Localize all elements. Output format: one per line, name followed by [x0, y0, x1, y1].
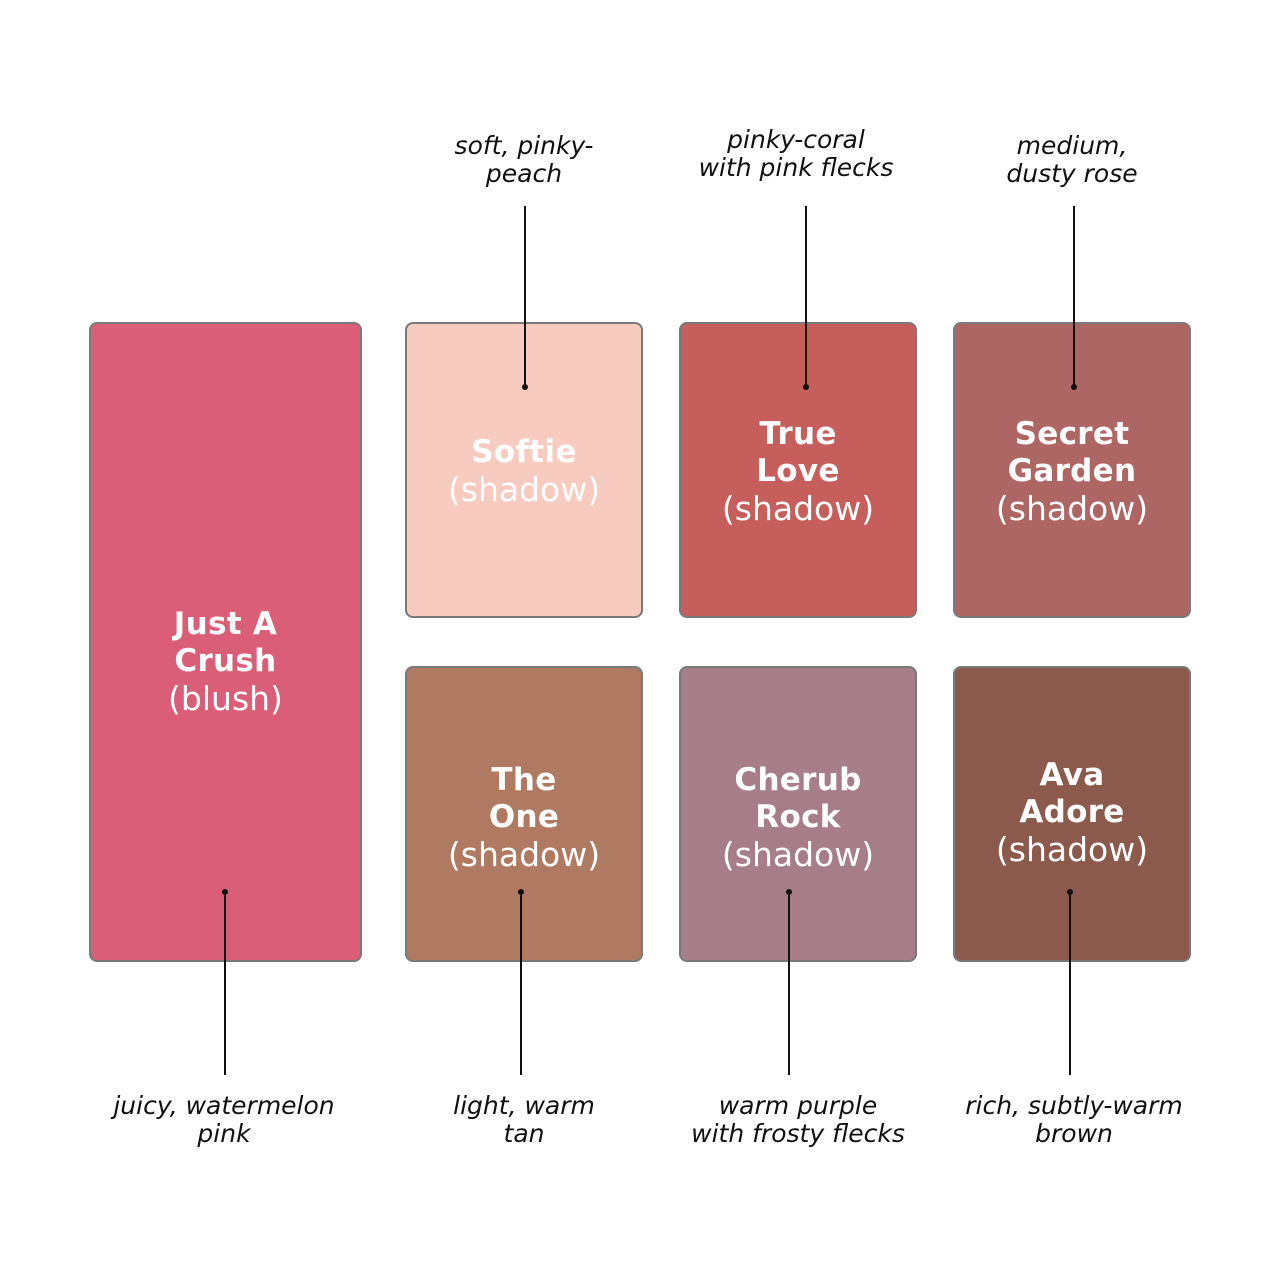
shade-name: The One — [488, 762, 560, 835]
pan-the-one: The One (shadow) — [405, 666, 643, 962]
leader-line — [805, 206, 807, 387]
shade-name: Ava Adore — [1019, 757, 1125, 830]
shade-type: (shadow) — [447, 835, 601, 874]
shade-type: (shadow) — [995, 830, 1149, 869]
leader-line — [224, 892, 226, 1075]
shade-type: (shadow) — [995, 489, 1149, 528]
shade-type: (blush) — [168, 679, 283, 718]
shade-type: (shadow) — [721, 835, 875, 874]
shade-description-true-love: pinky-coral with pink flecks — [698, 125, 894, 182]
leader-line — [788, 892, 790, 1075]
shade-description-secret-garden: medium, dusty rose — [1006, 131, 1138, 188]
pan-just-a-crush: Just A Crush (blush) — [89, 322, 362, 962]
pan-cherub-rock: Cherub Rock (shadow) — [679, 666, 917, 962]
shade-type: (shadow) — [721, 489, 875, 528]
shade-name: Secret Garden — [1007, 416, 1137, 489]
pan-ava-adore: Ava Adore (shadow) — [953, 666, 1191, 962]
leader-line — [520, 892, 522, 1075]
shade-description-ava-adore: rich, subtly-warm brown — [965, 1091, 1183, 1148]
shade-name: Cherub Rock — [734, 762, 862, 835]
shade-description-just-a-crush: juicy, watermelon pink — [113, 1091, 335, 1148]
leader-dot — [522, 384, 528, 390]
shade-name: Softie — [471, 434, 577, 470]
shade-name: True Love — [756, 416, 840, 489]
leader-line — [1069, 892, 1071, 1075]
leader-dot — [803, 384, 809, 390]
shade-description-cherub-rock: warm purple with frosty flecks — [691, 1091, 905, 1148]
shade-type: (shadow) — [447, 470, 601, 509]
leader-dot — [1071, 384, 1077, 390]
shade-name: Just A Crush — [173, 606, 278, 679]
leader-line — [524, 206, 526, 387]
shade-description-the-one: light, warm tan — [453, 1091, 595, 1148]
pan-secret-garden: Secret Garden (shadow) — [953, 322, 1191, 618]
leader-line — [1073, 206, 1075, 387]
shade-description-softie: soft, pinky- peach — [454, 131, 594, 188]
pan-true-love: True Love (shadow) — [679, 322, 917, 618]
